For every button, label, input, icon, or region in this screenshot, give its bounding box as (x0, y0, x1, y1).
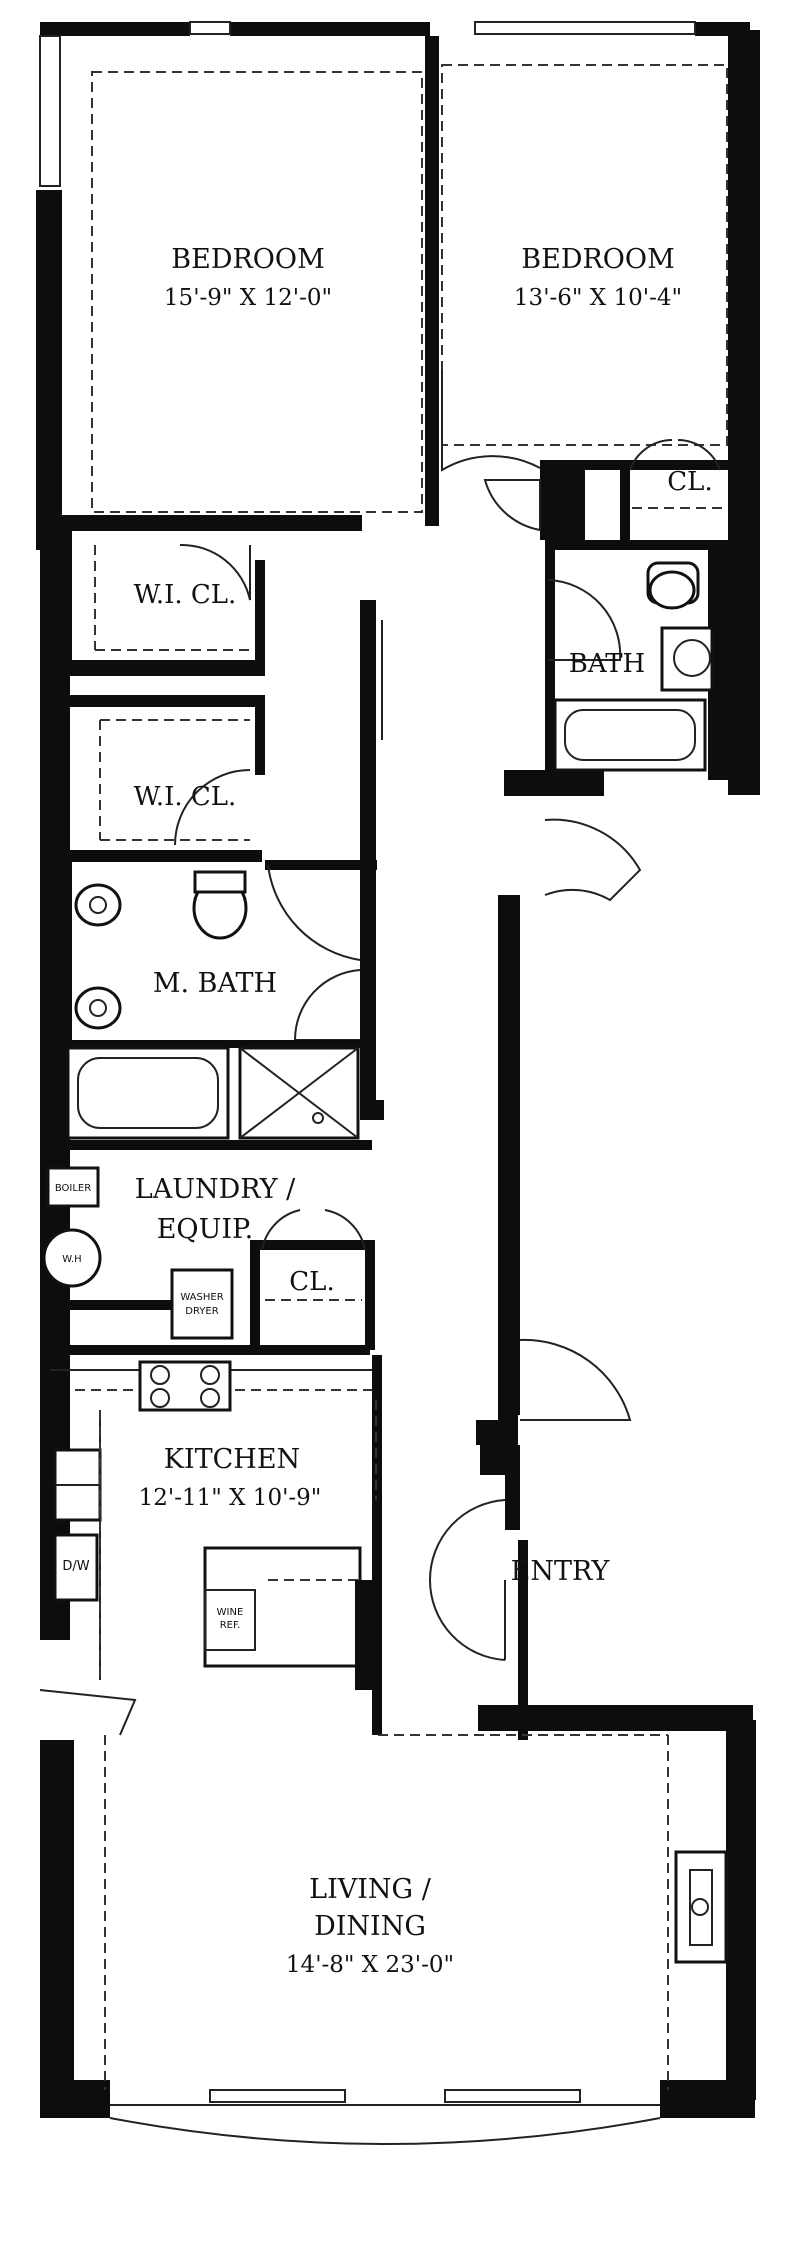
hall-door[interactable] (544, 818, 642, 902)
dryer-label: DRYER (185, 1306, 218, 1317)
bedroom-2-label: BEDROOM (521, 244, 674, 275)
living-dims: 14'-8" X 23'-0" (286, 1952, 454, 1978)
bedroom-2-dims: 13'-6" X 10'-4" (514, 285, 682, 311)
corridor-door[interactable] (519, 1338, 632, 1421)
closet-2-label: CL. (289, 1267, 334, 1297)
water-heater (42, 1228, 102, 1288)
wic-2-label: W.I. CL. (134, 782, 237, 812)
kitchen-dims: 12'-11" X 10'-9" (139, 1485, 322, 1511)
wine-ref (204, 1589, 256, 1651)
boiler (46, 1166, 100, 1208)
bath-label: BATH (569, 649, 645, 679)
master-sink-2 (74, 986, 122, 1030)
bath-room: BATH (545, 545, 728, 780)
washer-dryer (170, 1268, 234, 1340)
closet-2: CL. (260, 1209, 375, 1350)
bedroom-2-door[interactable] (441, 370, 541, 472)
wic-2-room: W.I. CL. (62, 695, 265, 862)
ref-label: REF. (220, 1620, 241, 1631)
water-heater-label: W.H (62, 1254, 81, 1265)
entry-room: ENTRY (428, 1445, 611, 1661)
bath-tub (553, 698, 707, 772)
laundry-room: BOILER W.H WASHER DRYER LAUNDRY / EQUIP. (40, 1150, 370, 1370)
master-bath-label: M. BATH (153, 968, 277, 999)
living-label-2: DINING (314, 1911, 426, 1942)
dishwasher-label: D/W (62, 1559, 89, 1574)
living-room: LIVING / DINING 14'-8" X 23'-0" (104, 1734, 728, 2145)
laundry-label-2: EQUIP. (157, 1214, 254, 1245)
bedroom-1-room: BEDROOM 15'-9" X 12'-0" (62, 36, 439, 531)
bath-sink (660, 626, 714, 692)
top-windows (39, 21, 696, 187)
exterior-walls (36, 22, 760, 2118)
master-sink-1 (74, 883, 122, 927)
wic-1-room: W.I. CL. (62, 531, 265, 676)
kitchen-room: D/W WINE REF. KITCHEN 12'-11" X 10'-9" (39, 1355, 382, 1736)
wic-1-label: W.I. CL. (134, 580, 237, 610)
bedroom-2-room: BEDROOM 13'-6" X 10'-4" (441, 64, 728, 540)
cooktop (138, 1360, 232, 1412)
entry-door[interactable] (428, 1499, 506, 1661)
bath-toilet (648, 570, 696, 610)
bedroom-1-label: BEDROOM (171, 244, 324, 275)
fireplace (674, 1850, 728, 1964)
bedroom-1-dims: 15'-9" X 12'-0" (164, 285, 332, 311)
closet-1: CL. (545, 439, 735, 550)
washer-label: WASHER (180, 1292, 223, 1303)
bay-window (109, 2117, 661, 2145)
dishwasher (53, 1533, 99, 1602)
boiler-label: BOILER (55, 1183, 91, 1194)
master-bath-room: M. BATH (62, 860, 377, 1150)
master-tub (66, 1046, 230, 1140)
laundry-label-1: LAUNDRY / (135, 1174, 296, 1205)
living-label-1: LIVING / (309, 1874, 432, 1905)
closet-1-label: CL. (667, 467, 712, 497)
entry-label: ENTRY (511, 1556, 611, 1587)
kitchen-label: KITCHEN (164, 1444, 300, 1475)
wine-label: WINE (217, 1607, 244, 1618)
